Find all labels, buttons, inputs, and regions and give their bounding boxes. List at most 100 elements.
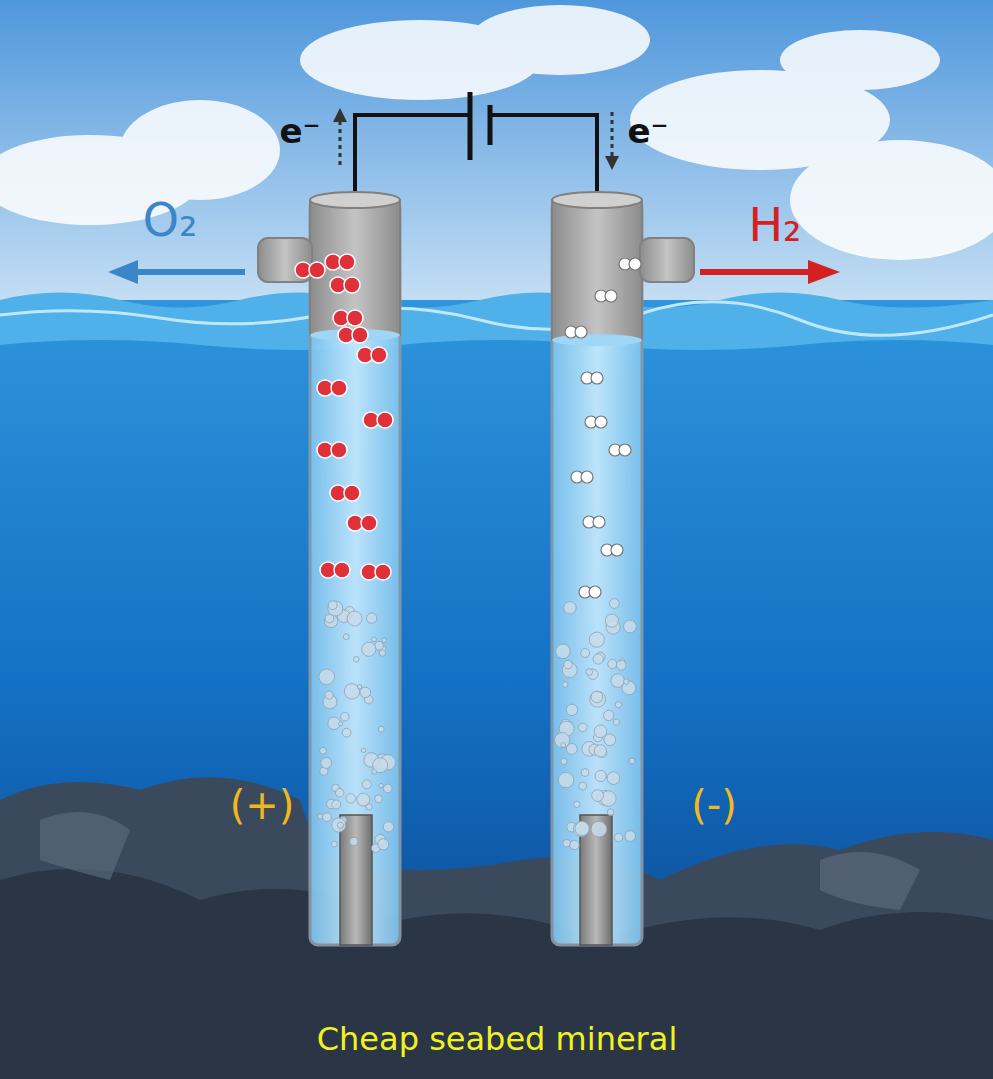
gas-bubble	[558, 772, 574, 788]
gas-bubble	[321, 757, 332, 768]
oxygen-molecule	[347, 515, 377, 531]
gas-bubble	[594, 745, 606, 757]
gas-bubble	[328, 601, 337, 610]
gas-bubble	[575, 821, 589, 835]
hydrogen-molecule	[579, 586, 601, 598]
gas-bubble	[573, 821, 588, 836]
hydrogen-atom	[575, 326, 587, 338]
hydrogen-molecule	[571, 471, 593, 483]
hydrogen-molecule	[601, 544, 623, 556]
hydrogen-atom	[629, 258, 641, 270]
gas-bubble	[382, 638, 386, 642]
gas-bubble	[353, 657, 359, 663]
oxygen-molecule	[338, 327, 368, 343]
gas-bubble	[341, 712, 350, 721]
gas-bubble	[332, 818, 346, 832]
gas-bubble	[379, 650, 386, 657]
gas-bubble	[616, 660, 626, 670]
hydrogen-atom	[593, 516, 605, 528]
oxygen-molecule	[357, 347, 387, 363]
hydrogen-molecule	[583, 516, 605, 528]
hydrogen-atom	[591, 372, 603, 384]
hydrogen-atom	[595, 416, 607, 428]
gas-bubble	[379, 783, 383, 787]
gas-bubble	[564, 660, 572, 668]
oxygen-atom	[375, 564, 391, 580]
gas-bubble	[579, 782, 587, 790]
hydrogen-molecule	[581, 372, 603, 384]
oxygen-molecule	[320, 562, 350, 578]
oxygen-molecule	[330, 485, 360, 501]
electron-label: e⁻	[279, 113, 320, 150]
gas-bubble	[375, 795, 383, 803]
gas-bubble	[555, 732, 570, 747]
hydrogen-atom	[589, 586, 601, 598]
oxygen-atom	[344, 485, 360, 501]
gas-bubble	[383, 784, 392, 793]
oxygen-atom	[331, 442, 347, 458]
gas-bubble	[561, 743, 566, 748]
gas-bubble	[373, 758, 388, 773]
gas-bubble	[320, 747, 327, 754]
hydrogen-atom	[619, 444, 631, 456]
oxygen-molecule	[325, 254, 355, 270]
gas-bubble	[570, 840, 579, 849]
hydrogen-atom	[581, 471, 593, 483]
gas-bubble	[578, 723, 587, 732]
hydrogen-molecule	[609, 444, 631, 456]
hydrogen-atom	[611, 544, 623, 556]
oxygen-atom	[361, 515, 377, 531]
gas-bubble	[323, 813, 332, 822]
gas-bubble	[605, 614, 618, 627]
oxygen-atom	[339, 254, 355, 270]
gas-bubble	[594, 725, 607, 738]
gas-bubble	[613, 719, 619, 725]
hydrogen-molecule	[585, 416, 607, 428]
gas-bubble	[595, 770, 606, 781]
oxygen-molecule	[361, 564, 391, 580]
gas-bubble	[378, 726, 384, 732]
hydrogen-molecule	[565, 326, 587, 338]
polarity-label: (+)	[230, 783, 295, 827]
gas-bubble	[564, 602, 577, 615]
oxygen-molecule	[330, 277, 360, 293]
oxygen-molecule	[363, 412, 393, 428]
gas-bubble	[591, 691, 603, 703]
polarity-label: (-)	[691, 783, 737, 827]
gas-bubble	[346, 794, 355, 803]
gas-bubble	[609, 599, 619, 609]
gas-bubble	[615, 701, 621, 707]
gas-bubble	[608, 659, 617, 668]
gas-bubble	[574, 801, 580, 807]
gas-bubble	[592, 790, 604, 802]
gas-bubble	[625, 831, 636, 842]
gas-bubble	[624, 620, 637, 633]
oxygen-molecule	[317, 442, 347, 458]
gas-bubble	[342, 728, 351, 737]
gas-bubble	[556, 644, 571, 659]
oxygen-atom	[309, 262, 325, 278]
gas-bubble	[378, 839, 389, 850]
gas-bubble	[337, 822, 343, 828]
gas-bubble	[581, 649, 590, 658]
gas-bubble	[362, 642, 376, 656]
gas-bubble	[343, 634, 349, 640]
gas-bubble	[590, 691, 606, 707]
gas-bubble	[604, 734, 616, 746]
gas-bubble	[360, 687, 371, 698]
gas-label: H₂	[748, 200, 801, 251]
gas-bubble	[586, 669, 593, 676]
hydrogen-molecule	[619, 258, 641, 270]
gas-bubble	[566, 704, 578, 716]
oxygen-atom	[377, 412, 393, 428]
gas-bubble	[383, 822, 393, 832]
oxygen-atom	[371, 347, 387, 363]
oxygen-atom	[344, 277, 360, 293]
gas-bubble	[593, 654, 603, 664]
oxygen-atom	[331, 380, 347, 396]
electron-label: e⁻	[627, 113, 668, 150]
gas-bubble	[591, 821, 607, 837]
gas-bubble	[607, 772, 620, 785]
gas-bubble	[362, 780, 371, 789]
